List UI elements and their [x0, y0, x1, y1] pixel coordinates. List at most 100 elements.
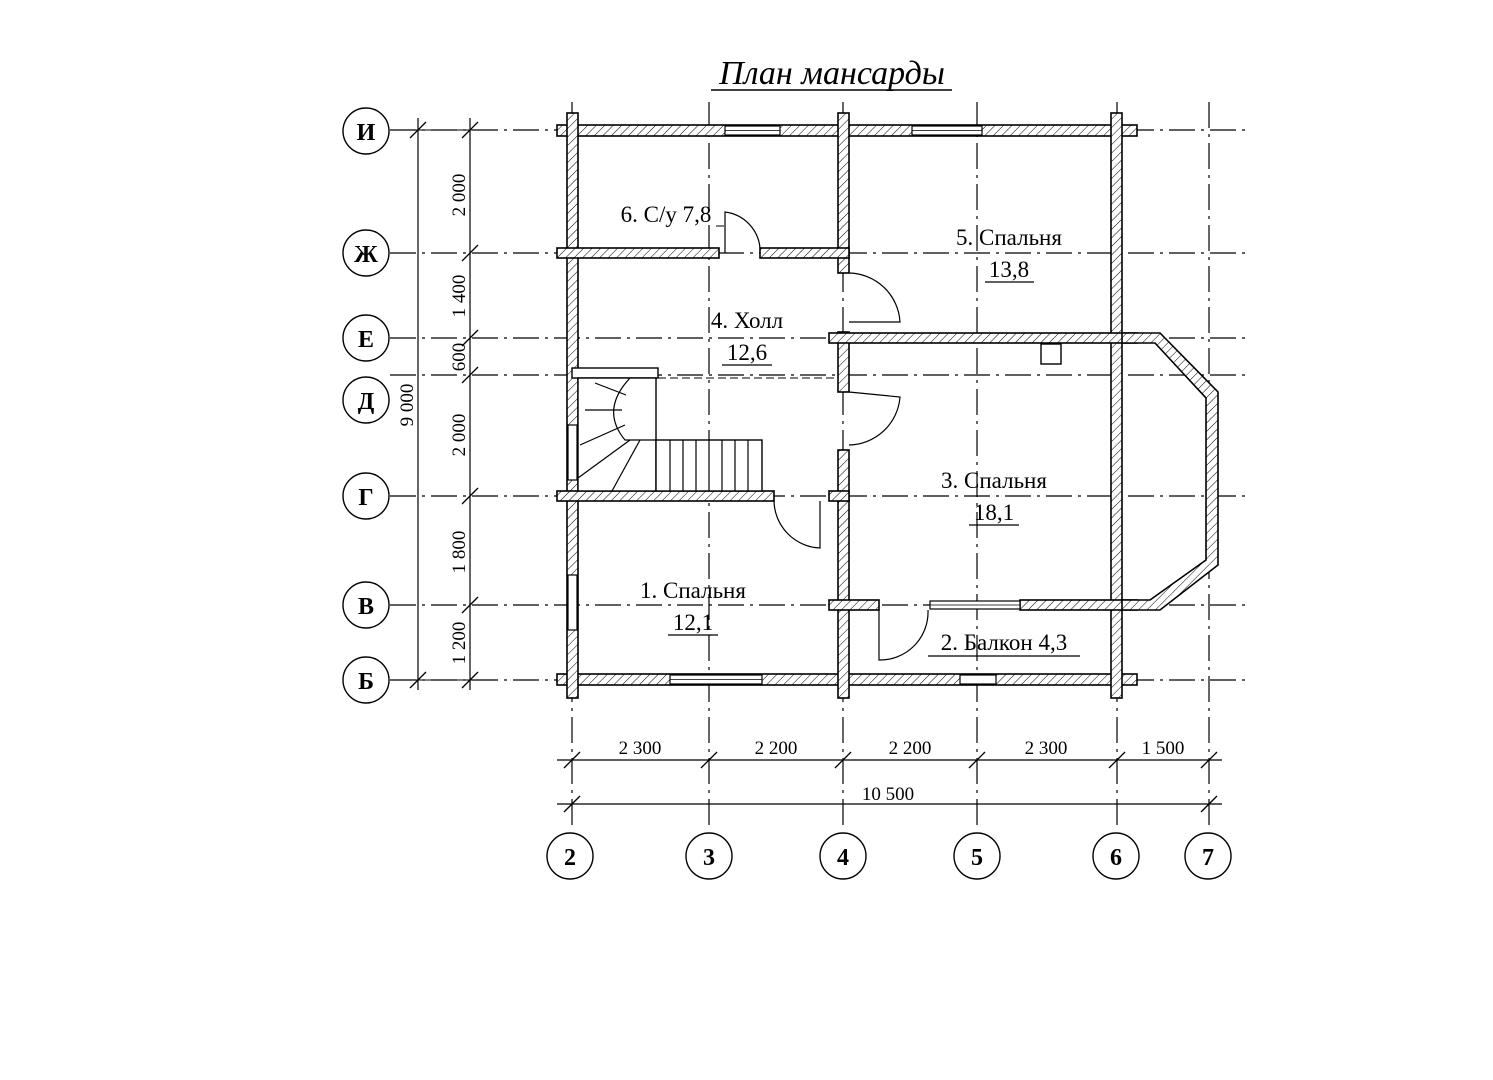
axis-label-6: 6	[1110, 845, 1122, 871]
axis-marker-circle	[953, 832, 1001, 880]
wall-inner	[837, 331, 850, 393]
axis-label-5: 5	[971, 845, 983, 871]
dim-tick	[461, 329, 479, 347]
axis-label-3: 3	[703, 845, 715, 871]
wall-inner	[556, 247, 720, 259]
axis-label-zh: Ж	[354, 242, 378, 268]
door-swing	[848, 391, 901, 446]
room-label-bedroom-1: 1. Спальня	[640, 578, 746, 603]
window	[959, 674, 997, 685]
dim-value: 1 500	[1142, 738, 1185, 759]
wall-inner	[828, 490, 850, 502]
dim-tick	[1200, 751, 1218, 769]
axis-marker-circle	[546, 832, 594, 880]
axis-marker-circle	[342, 376, 390, 424]
axis-marker-circle	[342, 581, 390, 629]
door-swing	[773, 500, 821, 549]
dim-tick	[834, 751, 852, 769]
wall-inner	[1019, 599, 1138, 611]
plan-title: План мансарды	[718, 55, 945, 92]
walls	[556, 112, 1138, 699]
wall-inner	[837, 112, 850, 274]
axis-marker-circle	[342, 314, 390, 362]
dim-value: 2 000	[449, 414, 470, 457]
vertical-dimension-chain: 2 000 1 400 600 2 000 1 800 1 200 9 000	[390, 118, 480, 690]
dim-tick	[461, 671, 479, 689]
axis-label-v: В	[358, 594, 374, 620]
wall-inner	[759, 247, 850, 259]
doors	[724, 211, 929, 661]
axis-label-b: Б	[358, 669, 374, 695]
axis-label-g: Г	[358, 485, 373, 511]
dim-tick	[968, 751, 986, 769]
dim-tick	[461, 596, 479, 614]
room-area-bedroom-5: 13,8	[989, 257, 1029, 282]
stair-winder	[577, 377, 657, 492]
dim-value: 1 400	[449, 275, 470, 318]
axis-label-2: 2	[564, 845, 576, 871]
axis-marker-circle	[342, 656, 390, 704]
axis-marker-circle	[819, 832, 867, 880]
door-swing	[724, 211, 761, 253]
axis-label-i: И	[357, 120, 376, 146]
axis-label-7: 7	[1202, 845, 1214, 871]
dim-tick	[563, 751, 581, 769]
room-label-balcony: 2. Балкон 4,3	[941, 630, 1067, 655]
row-axis-markers: И Ж Е Д Г В Б	[342, 107, 390, 704]
axis-label-d: Д	[358, 389, 375, 415]
dim-total: 10 500	[862, 784, 914, 805]
dim-tick	[563, 795, 581, 813]
dim-value: 1 800	[449, 531, 470, 574]
wall-inner	[828, 599, 880, 611]
dim-tick	[700, 751, 718, 769]
dim-value: 2 200	[889, 738, 932, 759]
wall-inner	[556, 490, 775, 502]
axis-marker-circle	[342, 107, 390, 155]
window	[567, 424, 578, 481]
window	[567, 574, 578, 631]
dim-value: 1 200	[449, 622, 470, 665]
room-label-bathroom: 6. С/у 7,8	[621, 202, 712, 227]
dim-tick	[1108, 751, 1126, 769]
dim-tick	[461, 366, 479, 384]
bay-window	[1121, 332, 1219, 611]
dim-tick	[409, 671, 427, 689]
dim-value: 2 300	[1025, 738, 1068, 759]
dim-tick	[461, 487, 479, 505]
dim-tick	[461, 121, 479, 139]
staircase	[577, 377, 763, 492]
axis-label-e: Е	[358, 327, 374, 353]
dim-value: 600	[449, 343, 470, 372]
horizontal-dimension-chain: 2 300 2 200 2 200 2 300 1 500 10 500	[557, 738, 1222, 813]
room-label-bedroom-5: 5. Спальня	[956, 225, 1062, 250]
axis-marker-circle	[1092, 832, 1140, 880]
wall-inner	[828, 332, 1138, 344]
axis-marker-circle	[685, 832, 733, 880]
axis-marker-circle	[342, 472, 390, 520]
dim-tick	[1200, 795, 1218, 813]
dim-tick	[461, 244, 479, 262]
dim-total: 9 000	[397, 384, 418, 427]
door-swing	[848, 272, 901, 323]
room-label-hall: 4. Холл	[711, 308, 783, 333]
windows	[567, 125, 1021, 685]
column-axis-markers: 2 3 4 5 6 7	[546, 832, 1232, 880]
axis-label-4: 4	[837, 845, 849, 871]
stair-wall	[571, 367, 659, 379]
axis-marker-circle	[1184, 832, 1232, 880]
room-area-hall: 12,6	[727, 340, 767, 365]
axis-marker-circle	[342, 229, 390, 277]
door-swing	[878, 609, 929, 661]
dim-tick	[409, 121, 427, 139]
room-labels: 6. С/у 7,8 5. Спальня 13,8 4. Холл 12,6 …	[621, 202, 1080, 657]
chimney	[1040, 343, 1062, 365]
wall-right	[1110, 112, 1123, 699]
column-axis-lines	[571, 102, 1210, 830]
wall-inner	[837, 449, 850, 699]
dim-value: 2 300	[619, 738, 662, 759]
room-area-bedroom-1: 12,1	[673, 610, 713, 635]
room-label-bedroom-3: 3. Спальня	[941, 468, 1047, 493]
dim-value: 2 000	[449, 174, 470, 217]
dim-value: 2 200	[755, 738, 798, 759]
